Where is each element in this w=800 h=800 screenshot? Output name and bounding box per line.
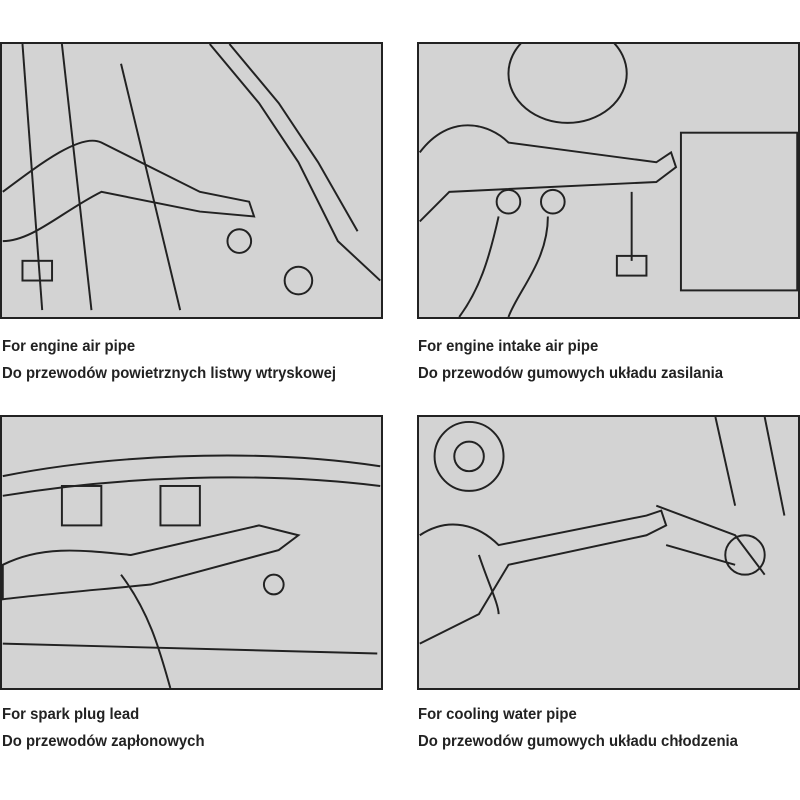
illustration-cooling-water-pipe: [417, 415, 800, 690]
illustration-engine-air-pipe: [0, 42, 383, 319]
caption-en: For spark plug lead: [2, 706, 140, 723]
caption-en: For engine air pipe: [2, 338, 136, 355]
caption-pl: Do przewodów gumowych układu chłodzenia: [418, 733, 738, 750]
caption-pl: Do przewodów zapłonowych: [2, 733, 205, 750]
caption-pl: Do przewodów powietrznych listwy wtrysko…: [2, 365, 337, 382]
illustration-spark-plug-lead: [0, 415, 383, 690]
caption-en: For cooling water pipe: [418, 706, 577, 723]
caption-en: For engine intake air pipe: [418, 338, 599, 355]
illustration-engine-intake-air-pipe: [417, 42, 800, 319]
caption-pl: Do przewodów gumowych układu zasilania: [418, 365, 724, 382]
